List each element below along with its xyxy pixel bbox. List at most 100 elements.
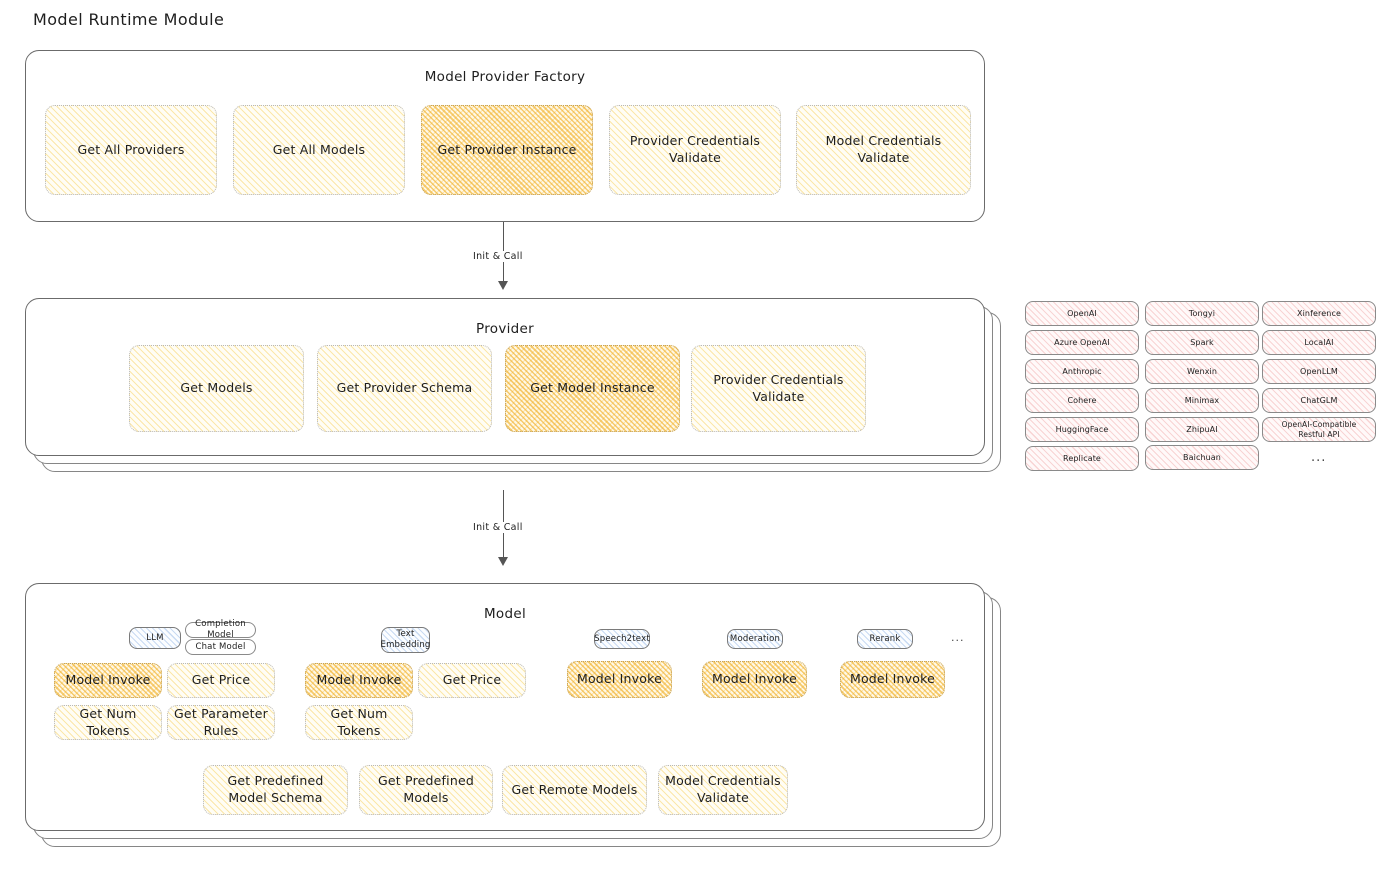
provider-method-get-models[interactable]: Get Models bbox=[129, 345, 304, 432]
model-type-badge-text-embedding[interactable]: Text Embedding bbox=[381, 627, 430, 653]
provider-chip-localai[interactable]: LocalAI bbox=[1262, 330, 1376, 355]
llm-method-model-invoke[interactable]: Model Invoke bbox=[54, 663, 162, 698]
model-type-sub-badge-chat-model[interactable]: Chat Model bbox=[185, 639, 256, 655]
provider-chip-wenxin[interactable]: Wenxin bbox=[1145, 359, 1259, 384]
provider-list-more-ellipsis: ... bbox=[1311, 450, 1327, 465]
page-title: Model Runtime Module bbox=[33, 10, 225, 29]
provider-chip-label: Cohere bbox=[1067, 395, 1097, 405]
provider-title: Provider bbox=[476, 321, 534, 337]
provider-chip-minimax[interactable]: Minimax bbox=[1145, 388, 1259, 413]
provider-method-get-model-instance[interactable]: Get Model Instance bbox=[505, 345, 680, 432]
llm-method-get-num-tokens[interactable]: Get Num Tokens bbox=[54, 705, 162, 740]
text-embedding-method-get-price[interactable]: Get Price bbox=[418, 663, 526, 698]
model-type-badge-label: Text Embedding bbox=[380, 629, 431, 650]
arrow-provider-to-model-head bbox=[498, 557, 508, 566]
provider-method-label: Get Models bbox=[180, 380, 253, 396]
provider-chip-label: Baichuan bbox=[1183, 452, 1221, 462]
provider-chip-label: OpenAI bbox=[1067, 308, 1097, 318]
provider-method-label: Provider Credentials Validate bbox=[713, 371, 844, 404]
model-shared-method-get-predefined-model-schema[interactable]: Get Predefined Model Schema bbox=[203, 765, 348, 815]
moderation-method-model-invoke[interactable]: Model Invoke bbox=[702, 661, 807, 698]
arrow-factory-to-provider-head bbox=[498, 281, 508, 290]
model-type-badge-moderation[interactable]: Moderation bbox=[727, 629, 783, 649]
model-type-sub-badge-label: Chat Model bbox=[195, 641, 246, 652]
model-type-badge-label: Rerank bbox=[869, 633, 901, 644]
text-embedding-method-get-num-tokens[interactable]: Get Num Tokens bbox=[305, 705, 413, 740]
provider-chip-tongyi[interactable]: Tongyi bbox=[1145, 301, 1259, 326]
provider-chip-label: ZhipuAI bbox=[1186, 424, 1218, 434]
provider-chip-label: Minimax bbox=[1184, 395, 1220, 405]
factory-method-label: Get Provider Instance bbox=[437, 141, 577, 157]
model-type-sub-badge-completion-model[interactable]: Completion Model bbox=[185, 619, 256, 640]
provider-chip-label: ChatGLM bbox=[1300, 395, 1338, 405]
model-shared-method-label: Model Credentials Validate bbox=[665, 773, 781, 805]
model-types-more-ellipsis: ... bbox=[951, 631, 965, 644]
model-shared-method-label: Get Predefined Model Schema bbox=[227, 773, 324, 805]
provider-chip-chatglm[interactable]: ChatGLM bbox=[1262, 388, 1376, 413]
provider-method-provider-credentials-validate[interactable]: Provider Credentials Validate bbox=[691, 345, 866, 432]
llm-method-label: Model Invoke bbox=[65, 672, 151, 688]
model-type-badge-label: Speech2text bbox=[594, 633, 650, 644]
moderation-method-label: Model Invoke bbox=[711, 671, 798, 687]
text-embedding-method-label: Model Invoke bbox=[316, 672, 402, 688]
provider-chip-label: OpenLLM bbox=[1300, 366, 1338, 376]
provider-chip-label: Wenxin bbox=[1186, 366, 1218, 376]
factory-method-label: Get All Models bbox=[272, 141, 366, 157]
model-type-badge-label: LLM bbox=[146, 632, 164, 643]
provider-chip-zhipuai[interactable]: ZhipuAI bbox=[1145, 417, 1259, 442]
provider-chip-huggingface[interactable]: HuggingFace bbox=[1025, 417, 1139, 442]
factory-method-label: Model Credentials Validate bbox=[825, 133, 942, 165]
factory-method-label: Get All Providers bbox=[77, 141, 185, 157]
llm-method-label: Get Price bbox=[191, 672, 251, 688]
text-embedding-method-model-invoke[interactable]: Model Invoke bbox=[305, 663, 413, 698]
provider-method-label: Get Model Instance bbox=[530, 380, 655, 396]
speech2text-method-model-invoke[interactable]: Model Invoke bbox=[567, 661, 672, 698]
model-shared-method-get-remote-models[interactable]: Get Remote Models bbox=[502, 765, 647, 815]
speech2text-method-label: Model Invoke bbox=[576, 671, 663, 687]
provider-chip-label: Anthropic bbox=[1062, 366, 1102, 376]
provider-chip-label: Replicate bbox=[1063, 453, 1101, 463]
llm-method-label: Get Num Tokens bbox=[79, 705, 137, 738]
model-shared-method-label: Get Remote Models bbox=[511, 781, 638, 797]
model-type-badge-speech2text[interactable]: Speech2text bbox=[594, 629, 650, 649]
provider-chip-label: Azure OpenAI bbox=[1054, 337, 1110, 347]
provider-chip-label: LocalAI bbox=[1304, 337, 1334, 347]
rerank-method-label: Model Invoke bbox=[849, 671, 936, 687]
provider-method-get-provider-schema[interactable]: Get Provider Schema bbox=[317, 345, 492, 432]
provider-chip-cohere[interactable]: Cohere bbox=[1025, 388, 1139, 413]
model-title: Model bbox=[483, 606, 527, 622]
provider-chip-label: Xinference bbox=[1297, 308, 1341, 318]
provider-chip-replicate[interactable]: Replicate bbox=[1025, 446, 1139, 471]
model-type-sub-badge-label: Completion Model bbox=[195, 619, 246, 640]
model-shared-method-model-credentials-validate[interactable]: Model Credentials Validate bbox=[658, 765, 788, 815]
provider-chip-azure-openai[interactable]: Azure OpenAI bbox=[1025, 330, 1139, 355]
llm-method-get-price[interactable]: Get Price bbox=[167, 663, 275, 698]
llm-method-get-parameter-rules[interactable]: Get Parameter Rules bbox=[167, 705, 275, 740]
provider-chip-xinference[interactable]: Xinference bbox=[1262, 301, 1376, 326]
provider-chip-anthropic[interactable]: Anthropic bbox=[1025, 359, 1139, 384]
arrow-factory-to-provider-label: Init & Call bbox=[469, 251, 527, 262]
factory-method-get-provider-instance[interactable]: Get Provider Instance bbox=[421, 105, 593, 195]
provider-method-label: Get Provider Schema bbox=[336, 380, 473, 396]
model-type-badge-rerank[interactable]: Rerank bbox=[857, 629, 913, 649]
llm-method-label: Get Parameter Rules bbox=[174, 705, 268, 738]
model-shared-method-get-predefined-models[interactable]: Get Predefined Models bbox=[359, 765, 493, 815]
provider-chip-label: OpenAI-Compatible Restful API bbox=[1281, 420, 1357, 439]
rerank-method-model-invoke[interactable]: Model Invoke bbox=[840, 661, 945, 698]
factory-method-get-all-models[interactable]: Get All Models bbox=[233, 105, 405, 195]
factory-method-model-credentials-validate[interactable]: Model Credentials Validate bbox=[796, 105, 971, 195]
provider-chip-spark[interactable]: Spark bbox=[1145, 330, 1259, 355]
provider-chip-label: Tongyi bbox=[1188, 308, 1216, 318]
provider-chip-openai-compatible-restful-api[interactable]: OpenAI-Compatible Restful API bbox=[1262, 417, 1376, 442]
model-provider-factory-title: Model Provider Factory bbox=[424, 69, 586, 85]
provider-chip-openllm[interactable]: OpenLLM bbox=[1262, 359, 1376, 384]
factory-method-get-all-providers[interactable]: Get All Providers bbox=[45, 105, 217, 195]
factory-method-provider-credentials-validate[interactable]: Provider Credentials Validate bbox=[609, 105, 781, 195]
provider-chip-openai[interactable]: OpenAI bbox=[1025, 301, 1139, 326]
provider-chip-baichuan[interactable]: Baichuan bbox=[1145, 445, 1259, 470]
provider-chip-label: Spark bbox=[1190, 337, 1214, 347]
model-type-badge-llm[interactable]: LLM bbox=[129, 627, 181, 649]
provider-chip-label: HuggingFace bbox=[1055, 424, 1109, 434]
arrow-provider-to-model-label: Init & Call bbox=[469, 522, 527, 533]
